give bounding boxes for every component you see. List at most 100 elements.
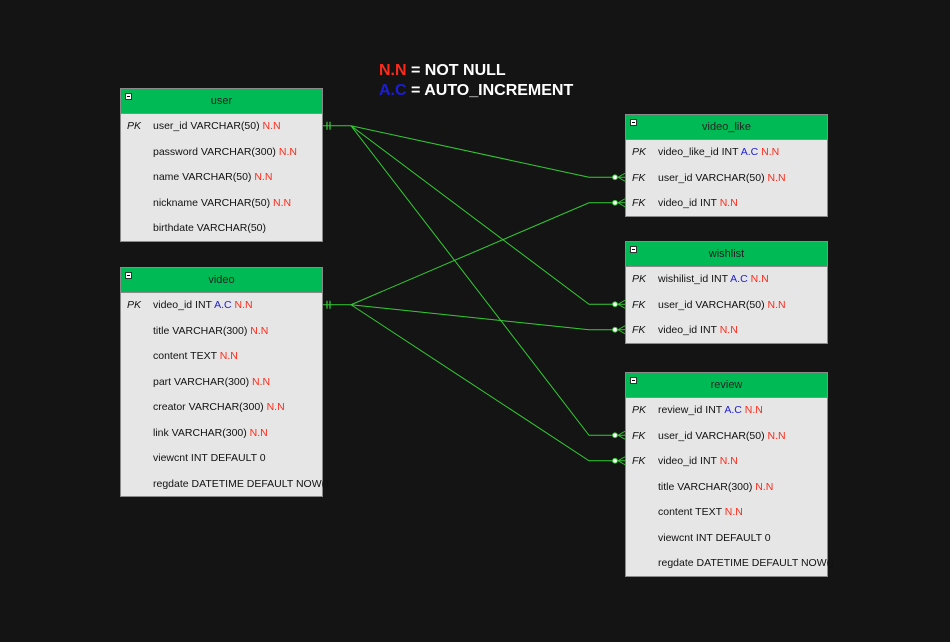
- attribute-row: regdate DATETIME DEFAULT NOW(): [626, 551, 834, 577]
- attribute-definition: title VARCHAR(300): [153, 324, 248, 337]
- not-null-marker: N.N: [761, 146, 780, 158]
- attribute-text: review_id INT A.C N.N: [658, 398, 763, 424]
- collapse-icon[interactable]: [630, 246, 637, 253]
- not-null-marker: N.N: [755, 480, 774, 493]
- entity-title: wishlist: [708, 248, 745, 260]
- legend-auto-increment-meaning: AUTO_INCREMENT: [424, 82, 574, 99]
- attribute-text: title VARCHAR(300) N.N: [658, 475, 773, 501]
- not-null-marker: N.N: [219, 350, 238, 362]
- not-null-marker: N.N: [767, 429, 786, 442]
- collapse-icon[interactable]: [630, 377, 637, 384]
- attribute-row: content TEXT N.N: [121, 344, 322, 370]
- relationship-user-wishlist: [350, 125, 626, 309]
- attribute-definition: video_like_id INT: [658, 146, 739, 158]
- attribute-definition: user_id VARCHAR(50): [658, 171, 765, 184]
- attribute-definition: video_id INT: [658, 455, 717, 467]
- attribute-text: name VARCHAR(50) N.N: [153, 165, 272, 191]
- attribute-row: FK user_id VARCHAR(50) N.N: [626, 424, 827, 450]
- entity-header[interactable]: video: [121, 268, 322, 293]
- attribute-row: name VARCHAR(50) N.N: [121, 165, 322, 191]
- legend-not-null-equals: =: [406, 62, 425, 79]
- attribute-definition: nickname VARCHAR(50): [153, 196, 271, 209]
- attribute-definition: link VARCHAR(300): [153, 426, 247, 439]
- collapse-icon[interactable]: [125, 93, 132, 100]
- auto-increment-marker: A.C: [730, 273, 748, 285]
- key-type: FK: [632, 298, 646, 311]
- entity-header[interactable]: video_like: [626, 115, 827, 140]
- attribute-definition: creator VARCHAR(300): [153, 401, 264, 413]
- attribute-row: nickname VARCHAR(50) N.N: [121, 191, 322, 217]
- attribute-definition: regdate DATETIME DEFAULT NOW(): [153, 477, 329, 490]
- collapse-icon[interactable]: [630, 119, 637, 126]
- legend-not-null: N.N = NOT NULL: [379, 61, 573, 81]
- attribute-definition: viewcnt INT DEFAULT 0: [658, 531, 771, 544]
- key-type: FK: [632, 197, 646, 209]
- legend-auto-increment-equals: =: [406, 82, 425, 99]
- not-null-marker: N.N: [266, 401, 285, 413]
- not-null-marker: N.N: [249, 426, 268, 439]
- auto-increment-marker: A.C: [724, 404, 742, 416]
- attribute-text: wishilist_id INT A.C N.N: [658, 267, 769, 293]
- key-type: FK: [632, 171, 646, 184]
- attribute-definition: user_id VARCHAR(50): [658, 429, 765, 442]
- key-type: FK: [632, 429, 646, 442]
- attribute-definition: content TEXT: [153, 350, 217, 362]
- attribute-text: creator VARCHAR(300) N.N: [153, 395, 285, 421]
- not-null-marker: N.N: [250, 324, 269, 337]
- auto-increment-marker: A.C: [740, 146, 759, 158]
- attribute-definition: user_id VARCHAR(50): [153, 120, 260, 132]
- legend: N.N = NOT NULL A.C = AUTO_INCREMENT: [379, 61, 573, 101]
- attribute-definition: content TEXT: [658, 506, 722, 518]
- relationship-video-review: [350, 304, 626, 466]
- collapse-icon[interactable]: [125, 272, 132, 279]
- attribute-row: PK user_id VARCHAR(50) N.N: [121, 114, 322, 140]
- not-null-marker: N.N: [719, 197, 738, 209]
- entity-title: user: [210, 95, 233, 107]
- not-null-marker: N.N: [750, 273, 769, 285]
- attribute-row: FK user_id VARCHAR(50) N.N: [626, 166, 827, 192]
- attribute-row: title VARCHAR(300) N.N: [626, 475, 827, 501]
- attribute-definition: password VARCHAR(300): [153, 145, 276, 158]
- attribute-text: video_like_id INT A.C N.N: [658, 140, 779, 166]
- attribute-row: content TEXT N.N: [626, 500, 827, 526]
- not-null-marker: N.N: [252, 375, 271, 388]
- attribute-text: user_id VARCHAR(50) N.N: [153, 114, 281, 140]
- entity-title: video_like: [702, 121, 751, 133]
- attribute-text: regdate DATETIME DEFAULT NOW(): [153, 472, 329, 498]
- relationship-user-video-like: [350, 125, 626, 182]
- not-null-marker: N.N: [724, 506, 743, 518]
- attribute-text: birthdate VARCHAR(50): [153, 216, 266, 242]
- legend-not-null-abbr: N.N: [379, 62, 407, 79]
- attribute-row: viewcnt INT DEFAULT 0: [121, 446, 322, 472]
- entity-header[interactable]: review: [626, 373, 827, 398]
- entity-title: review: [710, 379, 743, 391]
- attribute-text: viewcnt INT DEFAULT 0: [153, 446, 266, 472]
- entity-header[interactable]: wishlist: [626, 242, 827, 267]
- legend-auto-increment-abbr: A.C: [379, 82, 407, 99]
- attribute-text: content TEXT N.N: [658, 500, 743, 526]
- key-type: PK: [127, 120, 142, 132]
- cardinality-one-marker: [323, 300, 351, 309]
- attribute-definition: review_id INT: [658, 404, 722, 416]
- entity-header[interactable]: user: [121, 89, 322, 114]
- attribute-text: user_id VARCHAR(50) N.N: [658, 166, 786, 192]
- attribute-definition: user_id VARCHAR(50): [658, 298, 765, 311]
- cardinality-one-marker: [323, 121, 351, 130]
- attribute-definition: wishilist_id INT: [658, 273, 728, 285]
- relationship-video-video-like: [350, 198, 626, 306]
- not-null-marker: N.N: [234, 299, 253, 311]
- attribute-row: link VARCHAR(300) N.N: [121, 421, 322, 447]
- key-type: FK: [632, 324, 646, 336]
- attribute-definition: regdate DATETIME DEFAULT NOW(): [658, 557, 834, 569]
- attribute-definition: part VARCHAR(300): [153, 375, 250, 388]
